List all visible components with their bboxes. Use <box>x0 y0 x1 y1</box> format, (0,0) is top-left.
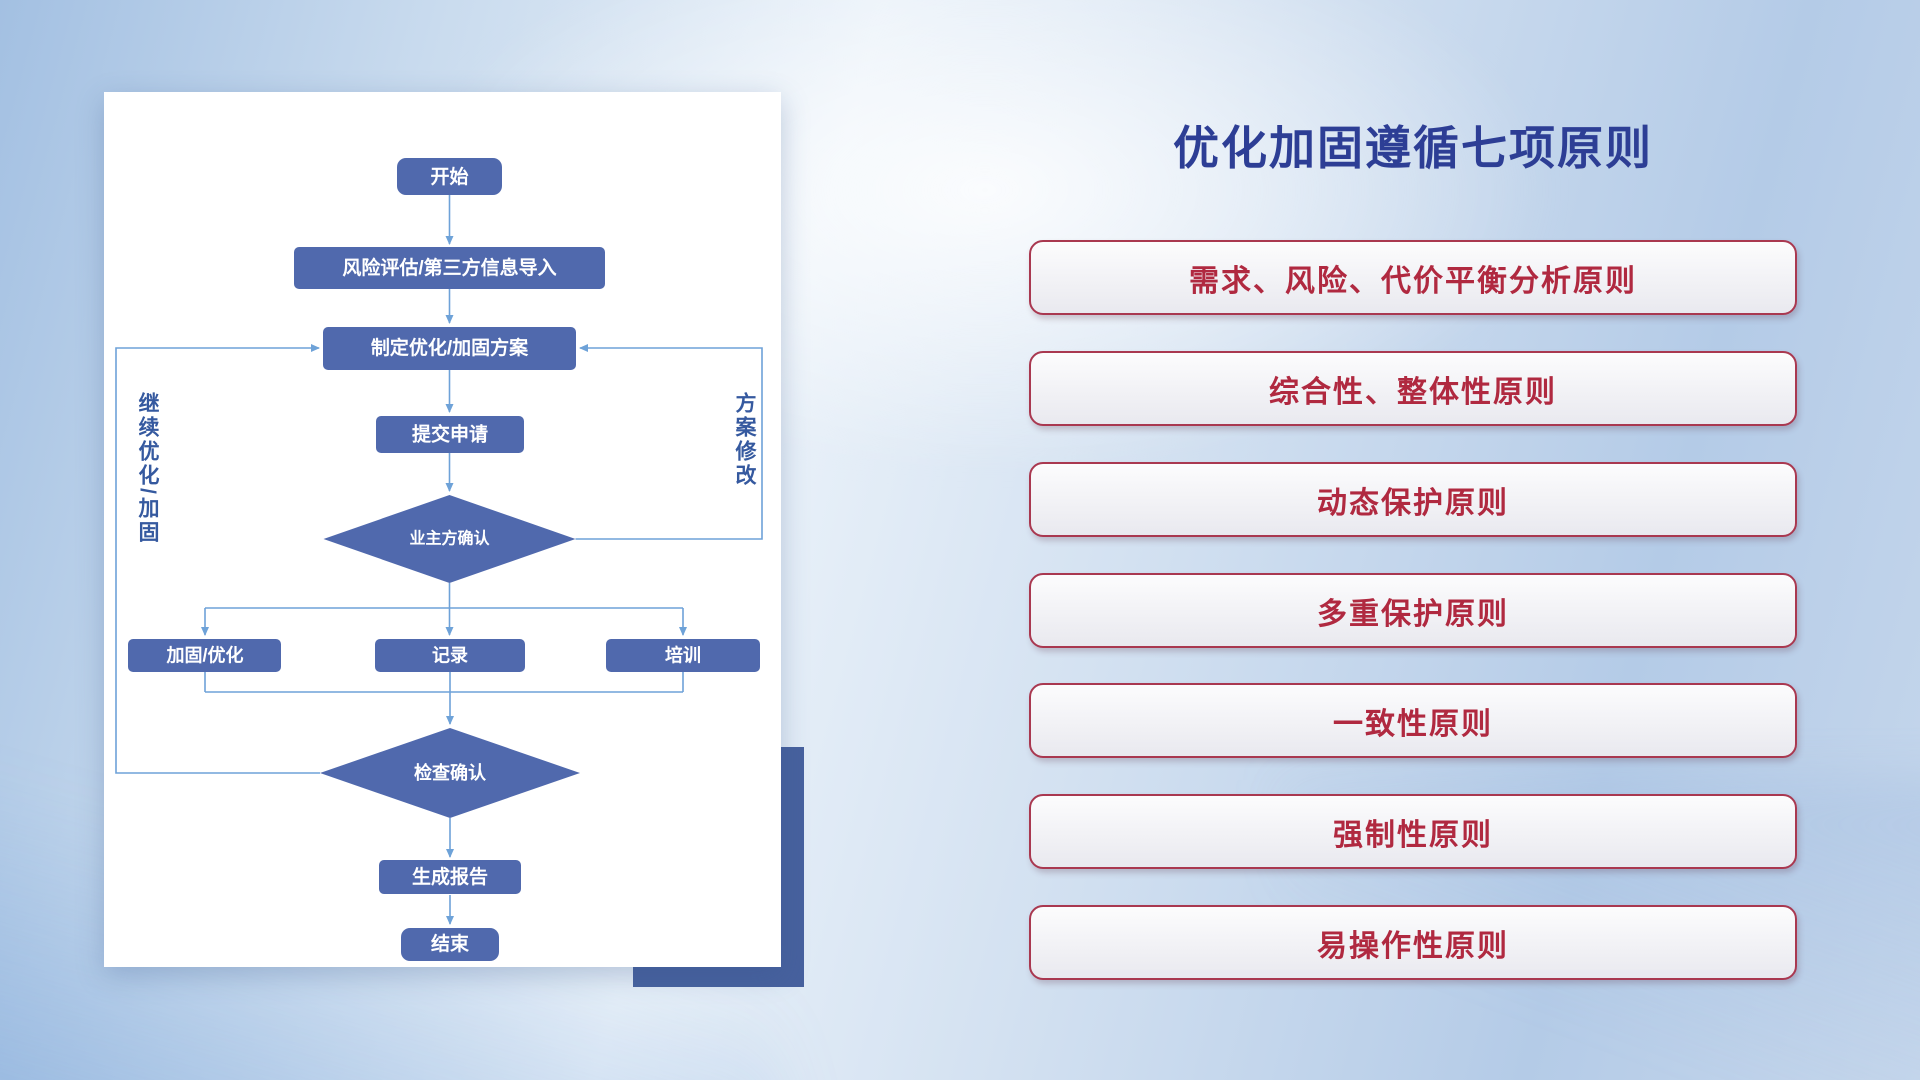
principle-item-3: 动态保护原则 <box>1029 462 1797 537</box>
node-submit <box>376 416 524 453</box>
principle-item-2: 综合性、整体性原则 <box>1029 351 1797 426</box>
flowchart-svg: 开始 风险评估/第三方信息导入 制定优化/加固方案 提交申请 业主方确认 加固/… <box>115 158 763 961</box>
decision-owner-confirm <box>323 495 576 583</box>
flow-connectors <box>115 195 763 925</box>
node-risk-assessment <box>294 247 605 289</box>
continue-loop <box>115 344 320 774</box>
flow-nodes: 开始 风险评估/第三方信息导入 制定优化/加固方案 提交申请 业主方确认 加固/… <box>128 158 760 961</box>
principle-label: 动态保护原则 <box>1317 486 1509 520</box>
flowchart-card: 开始 风险评估/第三方信息导入 制定优化/加固方案 提交申请 业主方确认 加固/… <box>104 92 781 967</box>
principle-item-6: 强制性原则 <box>1029 794 1797 869</box>
principle-item-4: 多重保护原则 <box>1029 573 1797 648</box>
node-end <box>401 928 499 961</box>
node-make-plan <box>323 327 576 370</box>
node-training-label: 培训 <box>665 645 701 666</box>
node-plan-label: 制定优化/加固方案 <box>371 336 529 359</box>
node-reinforce <box>128 639 281 672</box>
decision-check-confirm <box>320 728 580 818</box>
principle-label: 易操作性原则 <box>1317 929 1509 963</box>
node-risk-label: 风险评估/第三方信息导入 <box>342 256 556 279</box>
node-start-label: 开始 <box>430 165 468 188</box>
loop-label-plan-modify: 方案修改 <box>733 392 756 488</box>
principle-label: 一致性原则 <box>1333 707 1493 741</box>
node-start <box>397 158 502 195</box>
node-record-label: 记录 <box>432 646 468 666</box>
principles-panel: 优化加固遵循七项原则 需求、风险、代价平衡分析原则 综合性、整体性原则 动态保护… <box>1029 0 1797 1080</box>
node-end-label: 结束 <box>431 932 470 955</box>
principle-item-7: 易操作性原则 <box>1029 905 1797 980</box>
node-reinforce-label: 加固/优化 <box>165 645 243 666</box>
principle-item-1: 需求、风险、代价平衡分析原则 <box>1029 240 1797 315</box>
decision-check-label: 检查确认 <box>414 762 487 783</box>
principle-label: 强制性原则 <box>1333 818 1493 852</box>
decision-owner-label: 业主方确认 <box>409 529 490 548</box>
node-submit-label: 提交申请 <box>412 423 488 446</box>
node-report <box>379 860 521 894</box>
page-title: 优化加固遵循七项原则 <box>1173 122 1653 174</box>
node-training <box>606 639 760 672</box>
principle-label: 多重保护原则 <box>1317 597 1509 631</box>
principle-label: 需求、风险、代价平衡分析原则 <box>1189 264 1637 298</box>
plan-modify-loop <box>575 344 763 540</box>
loop-label-continue-optimize: 继续优化/加固 <box>136 392 159 545</box>
principle-item-5: 一致性原则 <box>1029 683 1797 758</box>
principle-label: 综合性、整体性原则 <box>1269 375 1557 409</box>
node-report-label: 生成报告 <box>412 865 488 888</box>
node-record <box>375 639 525 672</box>
